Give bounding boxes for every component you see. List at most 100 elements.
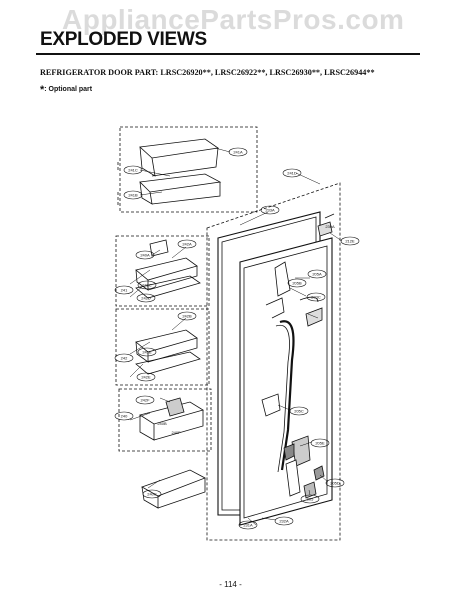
bubble-205b <box>287 278 307 288</box>
door-liner-inner <box>243 245 328 519</box>
top-hinge-part <box>317 221 333 237</box>
callout-242e: 242E <box>141 375 151 380</box>
leader-lines <box>129 147 343 526</box>
bubble-241b <box>123 190 143 200</box>
upper-cap <box>274 261 291 297</box>
door-handle-inner <box>275 324 290 473</box>
bubble-241e <box>137 347 157 357</box>
door-assembly <box>206 182 341 541</box>
callout-bubbles <box>114 147 360 530</box>
group-frames <box>115 126 258 452</box>
optional-note: *: Optional part <box>40 84 92 96</box>
callout-233a: 233A <box>265 208 275 213</box>
bottom-bin-front <box>157 478 206 509</box>
callout-240b: 240B <box>157 421 167 426</box>
callout-242b: 242B <box>182 314 192 319</box>
bottom-basket-rim <box>139 173 222 193</box>
shelf-3-divider <box>165 397 185 417</box>
latch-block <box>291 435 311 467</box>
shelf-3-front <box>153 410 204 441</box>
callout-205a: 205A <box>312 272 322 277</box>
bubble-231a <box>238 520 258 530</box>
callout-241e: 241E <box>142 350 152 355</box>
bubble-242a <box>177 239 197 249</box>
frame-top-basket <box>119 126 258 213</box>
bubble-242b <box>177 311 197 321</box>
frame-basket-3 <box>118 388 212 452</box>
callout-241d: 241D <box>287 171 297 176</box>
top-basket-rim <box>139 138 220 159</box>
callout-240a: 240A <box>140 253 150 258</box>
frame-basket-1 <box>115 235 210 307</box>
callout-241c: 241C <box>128 168 138 173</box>
lower-hinge <box>303 481 317 499</box>
shelf-2-tray <box>135 351 201 375</box>
callout-240: 240 <box>121 414 128 419</box>
callout-231a: 231A <box>243 523 253 528</box>
top-basket <box>139 138 222 205</box>
watermark: AppliancePartsPros.com <box>62 4 405 35</box>
callout-240c: 240C <box>147 492 157 497</box>
callout-205e: 205E <box>315 441 325 446</box>
bubble-242e <box>136 372 156 382</box>
door-handle <box>279 320 295 471</box>
title-rule <box>36 53 420 55</box>
bubble-212e <box>340 236 360 246</box>
callout-232a: 232A <box>279 519 289 524</box>
callout-205c: 205C <box>294 409 304 414</box>
mid-bracket <box>261 393 281 417</box>
bubble-241a <box>228 147 248 157</box>
bubble-241d <box>282 168 302 178</box>
door-outline <box>206 182 341 541</box>
shelf-3 <box>139 397 204 441</box>
shelf-1-front <box>147 266 198 291</box>
bubble-240 <box>114 411 134 421</box>
top-basket-side <box>139 146 156 177</box>
callout-240f: 240F <box>171 430 181 435</box>
bubble-242f <box>135 395 155 405</box>
page-title: EXPLODED VIEWS <box>40 29 207 50</box>
callout-230a: 230A <box>325 224 335 229</box>
bubble-205a <box>307 269 327 279</box>
small-bin <box>149 239 169 257</box>
hinge-block <box>305 307 323 327</box>
bubble-205e <box>310 438 330 448</box>
callout-242f: 242F <box>140 398 150 403</box>
shelf-1 <box>135 239 201 299</box>
top-basket-front <box>151 147 219 177</box>
bubble-205c <box>289 406 309 416</box>
bubble-242d <box>136 293 156 303</box>
shelf-2 <box>135 329 201 375</box>
shelf-1-tray <box>135 275 201 299</box>
callout-242d: 242D <box>141 296 151 301</box>
bubble-232a <box>274 516 294 526</box>
callout-205: 205 <box>307 497 314 502</box>
bubble-240c <box>142 489 162 499</box>
callout-205b: 205B <box>292 281 302 286</box>
top-screw <box>324 213 335 219</box>
bubble-242 <box>114 353 134 363</box>
callout-212e: 212E <box>345 239 355 244</box>
note-star: * <box>40 84 45 96</box>
bottom-basket-front <box>151 182 221 205</box>
shelf-3-side <box>139 415 155 441</box>
bracket-a <box>265 297 285 319</box>
bubble-203c <box>306 292 326 302</box>
bottom-bin <box>141 469 206 509</box>
callout-203c: 203C <box>311 295 321 300</box>
bubble-240a <box>135 250 155 260</box>
callout-241: 241 <box>121 288 128 293</box>
bottom-basket-side <box>139 181 153 205</box>
callout-texts: 241A 241C 241B 241D 240A 242A 241 242C 2… <box>121 150 355 528</box>
callout-242: 242 <box>121 356 128 361</box>
callout-241b: 241B <box>128 193 138 198</box>
callout-205d: 205D <box>330 481 340 486</box>
bubble-241 <box>114 285 134 295</box>
bubble-205d <box>325 478 345 488</box>
callout-242c: 242C <box>142 283 152 288</box>
bubble-241c <box>123 165 143 175</box>
bubble-242c <box>137 280 157 290</box>
subtitle: REFRIGERATOR DOOR PART: LRSC26920**, LRS… <box>40 68 375 77</box>
page-number: - 114 - <box>219 580 242 589</box>
